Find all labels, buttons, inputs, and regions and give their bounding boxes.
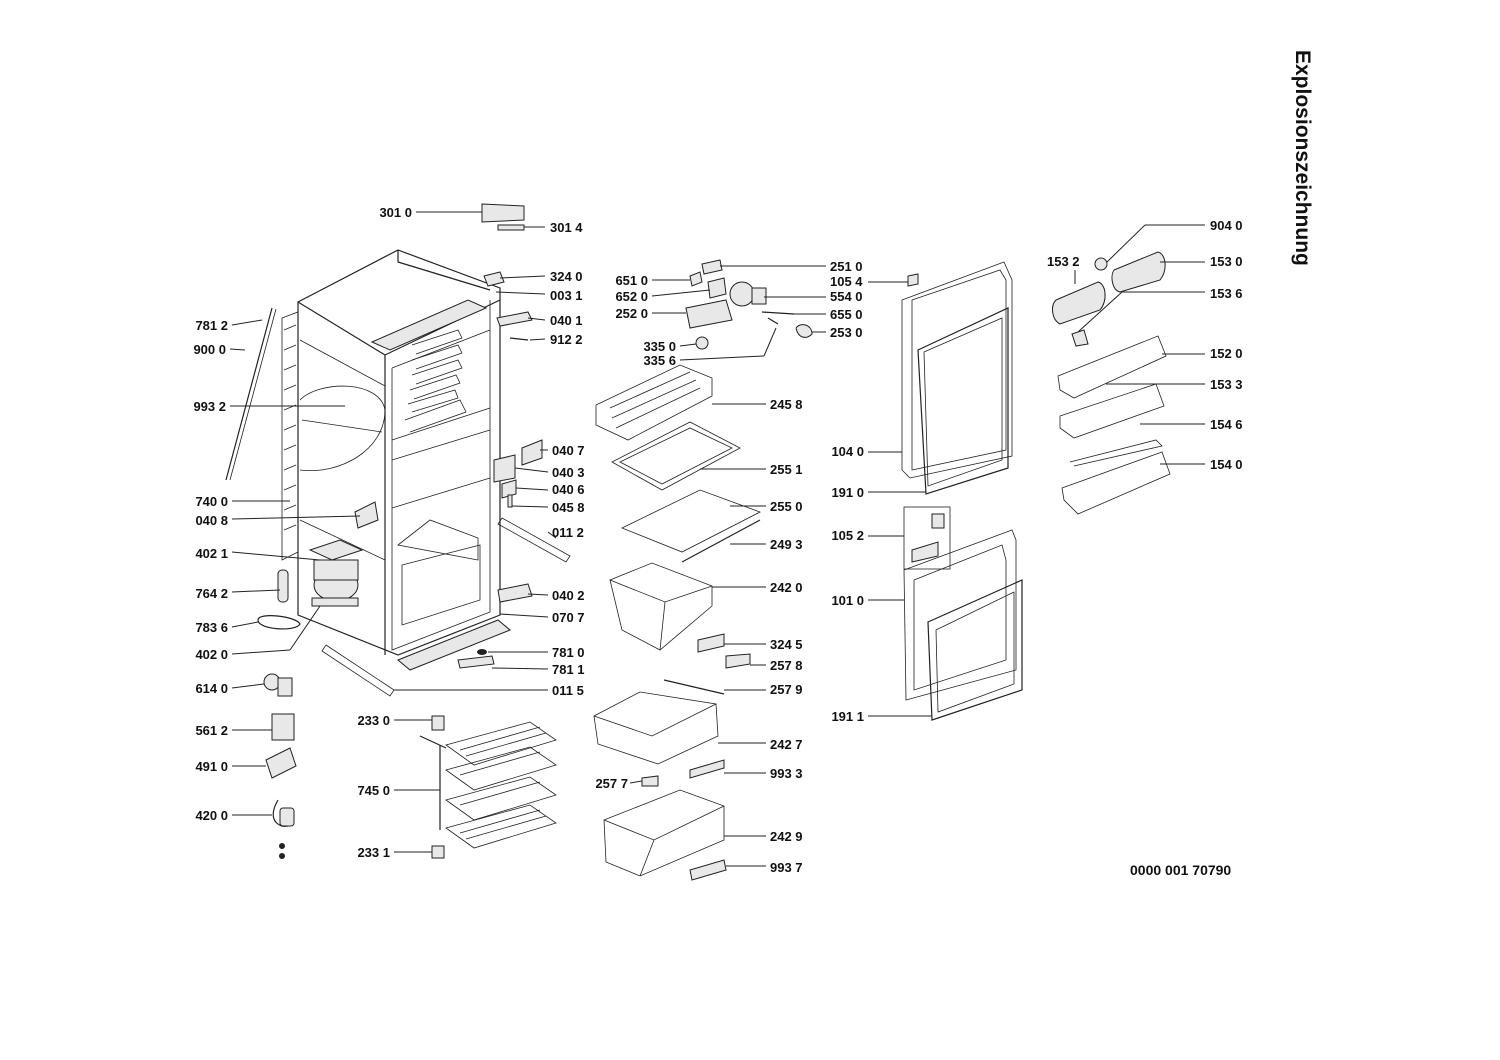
part-label-900-0: 900 0 — [193, 342, 226, 357]
part-label-253-0: 253 0 — [830, 325, 863, 340]
part-label-301-4: 301 4 — [550, 220, 583, 235]
part-label-011-2: 011 2 — [552, 525, 584, 540]
part-label-652-0: 652 0 — [615, 289, 648, 304]
part-label-740-0: 740 0 — [195, 494, 228, 509]
part-label-554-0: 554 0 — [830, 289, 863, 304]
part-label-040-2: 040 2 — [552, 588, 585, 603]
part-label-101-0: 101 0 — [831, 593, 864, 608]
part-label-402-1: 402 1 — [195, 546, 228, 561]
part-label-040-7: 040 7 — [552, 443, 585, 458]
part-label-335-6: 335 6 — [643, 353, 676, 368]
part-label-242-0: 242 0 — [770, 580, 803, 595]
part-label-245-8: 245 8 — [770, 397, 803, 412]
part-label-154-0: 154 0 — [1210, 457, 1243, 472]
part-label-233-0: 233 0 — [357, 713, 390, 728]
cabinet-body — [225, 203, 571, 859]
part-label-040-3: 040 3 — [552, 465, 585, 480]
part-label-257-8: 257 8 — [770, 658, 803, 673]
part-label-255-0: 255 0 — [770, 499, 803, 514]
part-label-153-0: 153 0 — [1210, 254, 1243, 269]
part-label-252-0: 252 0 — [615, 306, 648, 321]
part-label-191-1: 191 1 — [831, 709, 864, 724]
part-label-105-2: 105 2 — [831, 528, 864, 543]
part-label-249-3: 249 3 — [770, 537, 803, 552]
part-label-242-7: 242 7 — [770, 737, 803, 752]
part-label-324-5: 324 5 — [770, 637, 803, 652]
part-label-764-2: 764 2 — [195, 586, 228, 601]
part-label-781-1: 781 1 — [552, 662, 585, 677]
part-label-402-0: 402 0 — [195, 647, 228, 662]
part-label-152-0: 152 0 — [1210, 346, 1243, 361]
part-label-153-6: 153 6 — [1210, 286, 1243, 301]
part-label-420-0: 420 0 — [195, 808, 228, 823]
part-label-233-1: 233 1 — [357, 845, 390, 860]
part-label-040-8: 040 8 — [195, 513, 228, 528]
part-label-011-5: 011 5 — [552, 683, 584, 698]
part-label-154-6: 154 6 — [1210, 417, 1243, 432]
part-label-781-2: 781 2 — [195, 318, 228, 333]
wire-shelves — [419, 715, 557, 859]
part-label-251-0: 251 0 — [830, 259, 863, 274]
part-label-993-2: 993 2 — [193, 399, 226, 414]
part-label-783-6: 783 6 — [195, 620, 228, 635]
part-label-561-2: 561 2 — [195, 723, 228, 738]
part-label-153-2: 153 2 — [1047, 254, 1080, 269]
part-label-993-3: 993 3 — [770, 766, 803, 781]
part-label-255-1: 255 1 — [770, 462, 803, 477]
part-label-781-0: 781 0 — [552, 645, 585, 660]
part-label-651-0: 651 0 — [615, 273, 648, 288]
part-label-655-0: 655 0 — [830, 307, 863, 322]
doors — [901, 261, 1023, 721]
part-label-904-0: 904 0 — [1210, 218, 1243, 233]
part-label-614-0: 614 0 — [195, 681, 228, 696]
part-label-045-8: 045 8 — [552, 500, 585, 515]
document-number: 0000 001 70790 — [1130, 862, 1232, 878]
drawing-title-text: Explosionszeichnung — [1291, 50, 1314, 266]
center-parts — [593, 259, 813, 881]
part-label-301-0: 301 0 — [379, 205, 412, 220]
part-label-993-7: 993 7 — [770, 860, 803, 875]
part-label-104-0: 104 0 — [831, 444, 864, 459]
part-label-105-4: 105 4 — [830, 274, 863, 289]
door-bins — [1052, 251, 1171, 515]
part-label-491-0: 491 0 — [195, 759, 228, 774]
part-label-153-3: 153 3 — [1210, 377, 1243, 392]
part-label-745-0: 745 0 — [357, 783, 390, 798]
part-label-191-0: 191 0 — [831, 485, 864, 500]
part-label-040-1: 040 1 — [550, 313, 583, 328]
part-label-040-6: 040 6 — [552, 482, 585, 497]
part-label-335-0: 335 0 — [643, 339, 676, 354]
part-label-324-0: 324 0 — [550, 269, 583, 284]
part-label-242-9: 242 9 — [770, 829, 803, 844]
part-label-070-7: 070 7 — [552, 610, 585, 625]
part-label-257-9: 257 9 — [770, 682, 803, 697]
part-label-003-1: 003 1 — [550, 288, 583, 303]
drawing-title: Explosionszeichnung — [1290, 50, 1314, 350]
leader-lines — [229, 211, 1205, 867]
part-label-912-2: 912 2 — [550, 332, 583, 347]
part-label-257-7: 257 7 — [595, 776, 628, 791]
